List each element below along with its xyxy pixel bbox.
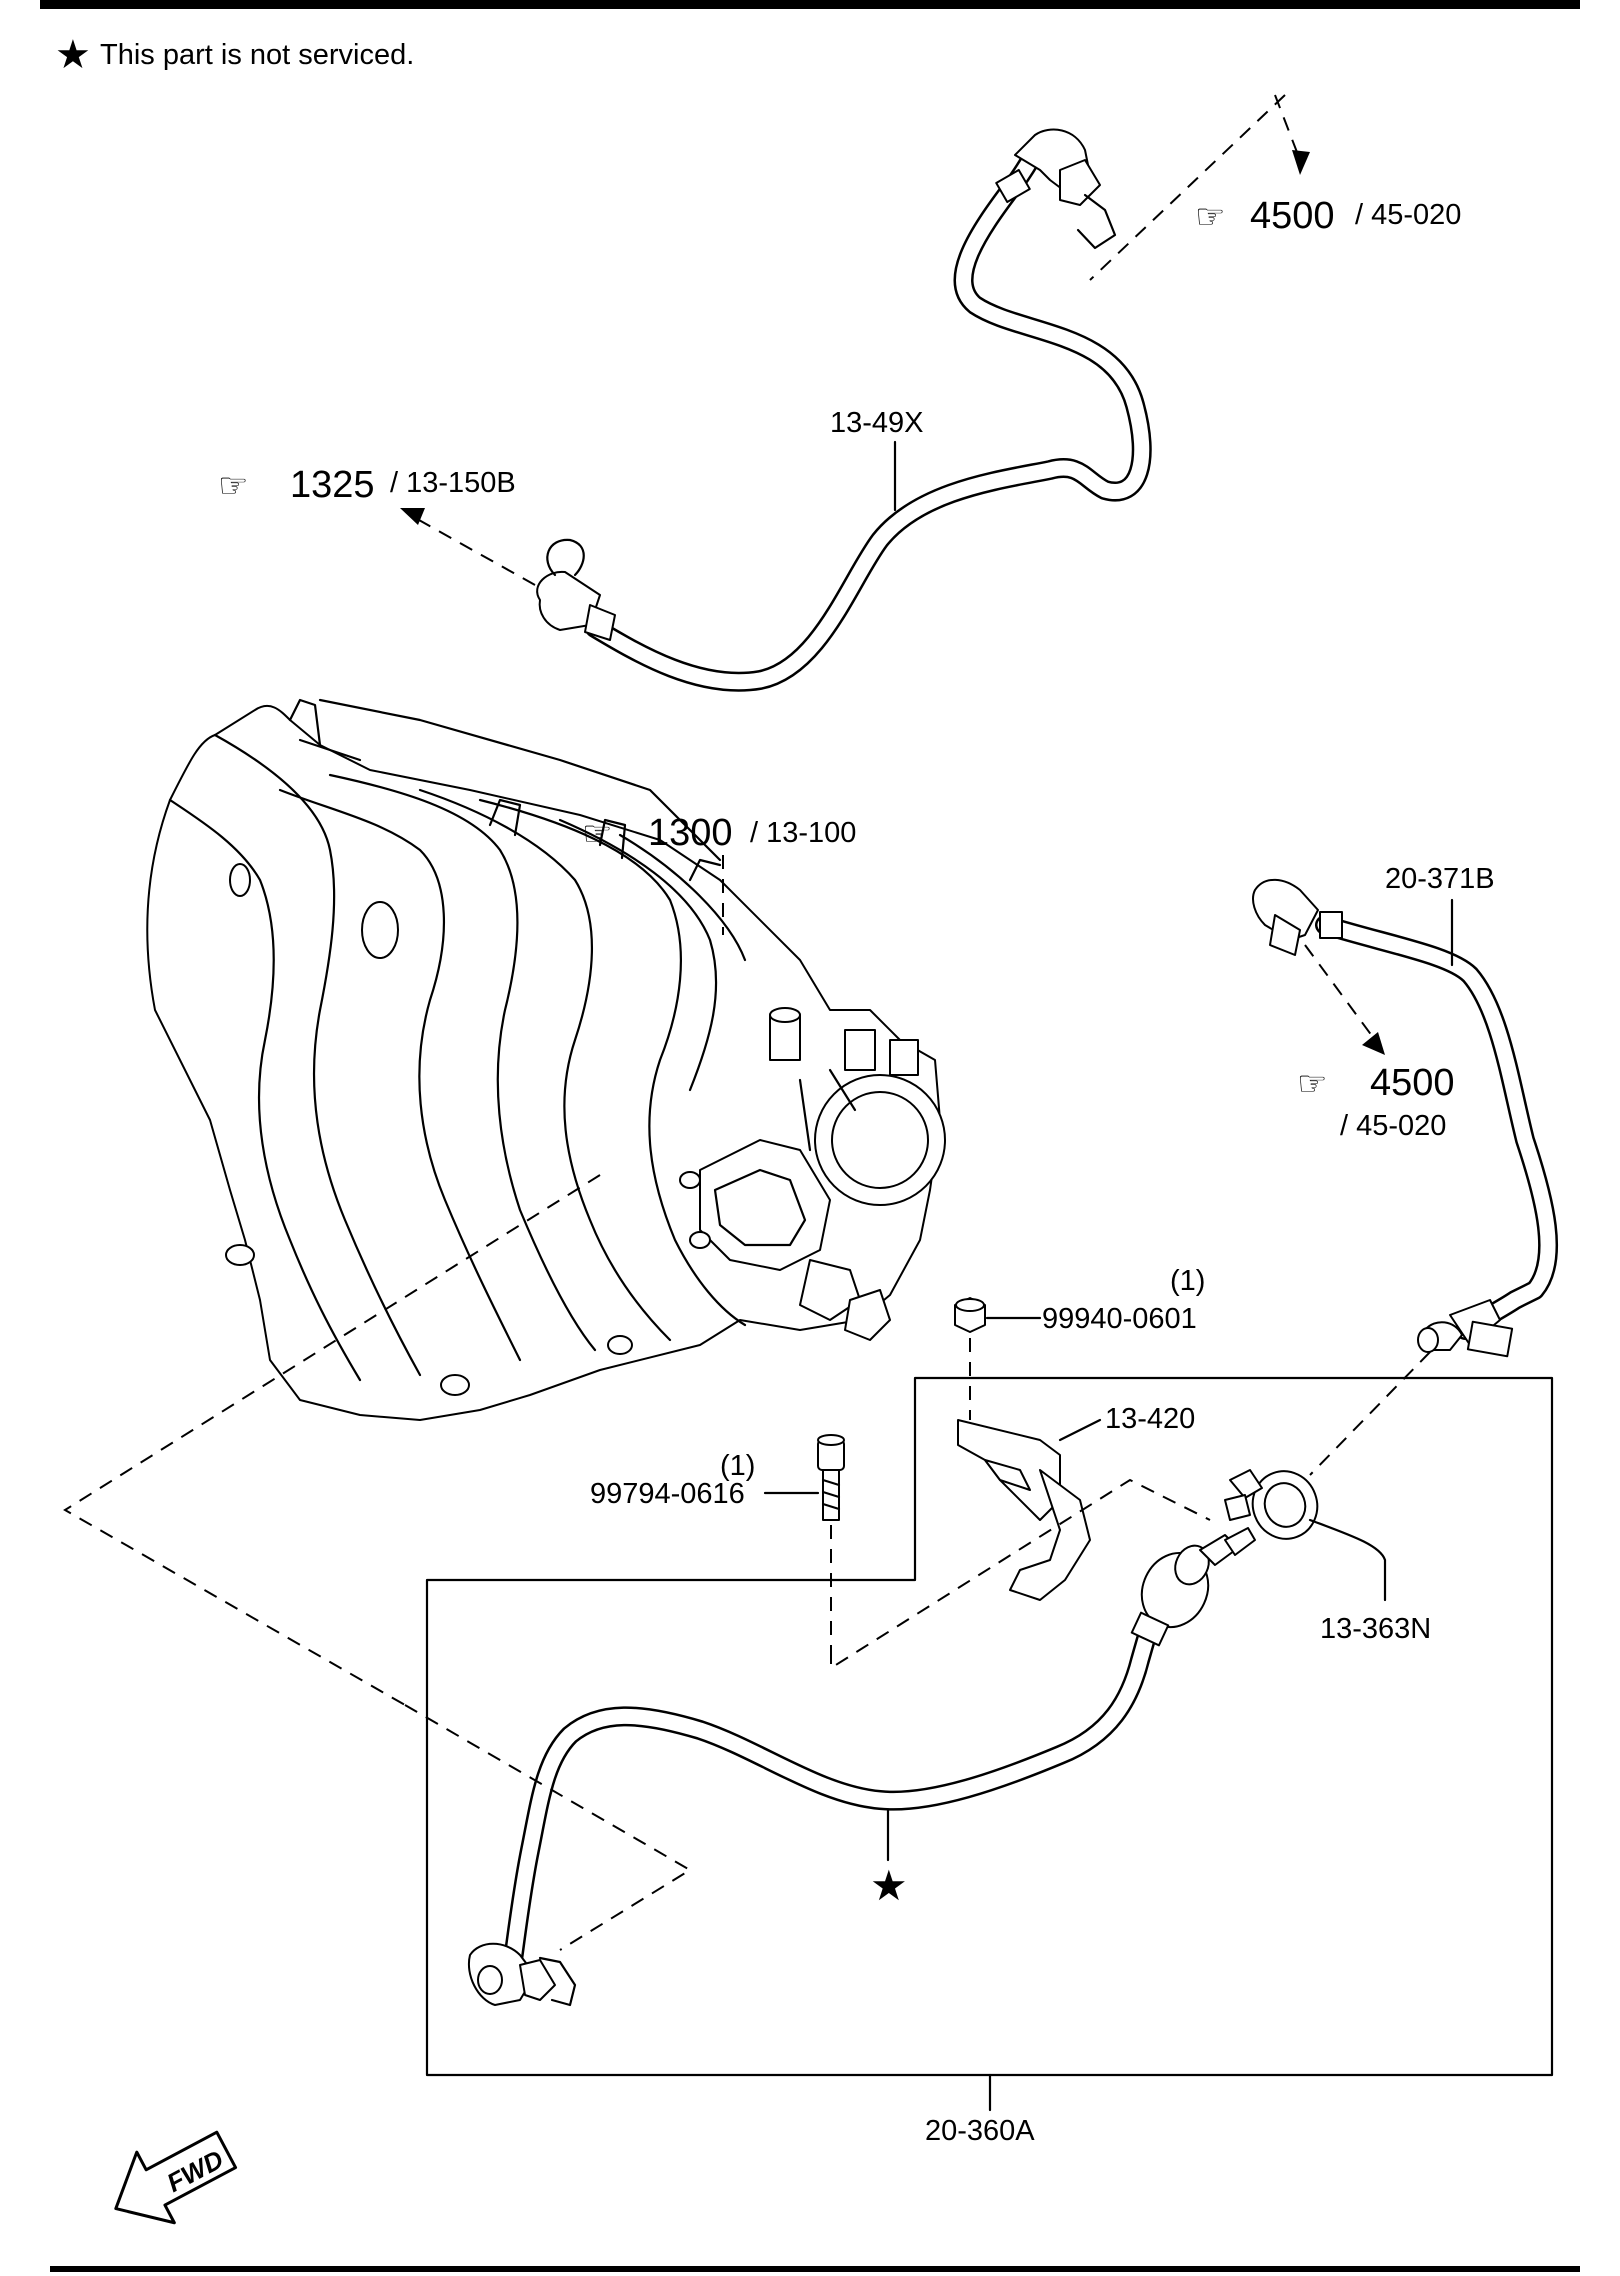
- label-99794-0616[interactable]: 99794-0616: [590, 1478, 745, 1510]
- guide-clamp-hose: [1309, 1351, 1431, 1476]
- arrowhead-4500-right: [1362, 1032, 1385, 1055]
- fwd-arrow-icon: FWD: [114, 2130, 238, 2225]
- intake-manifold: [146, 698, 946, 1421]
- label-bolt-qty: (1): [720, 1450, 755, 1482]
- ref-4500-right-sub: / 45-020: [1340, 1110, 1446, 1142]
- label-nut-qty: (1): [1170, 1265, 1205, 1297]
- legend-note: ★ This part is not serviced.: [55, 33, 414, 77]
- arrowhead-1325: [400, 508, 425, 525]
- ref-1300[interactable]: ☞ 1300 / 13-100: [582, 812, 856, 854]
- label-99940-0601[interactable]: 99940-0601: [1042, 1303, 1197, 1335]
- leader-4500-top: [1089, 94, 1286, 281]
- leader-1325: [409, 514, 536, 586]
- nut-99940-0601: [954, 1297, 1042, 1420]
- leader-4500-top-2: [1274, 94, 1301, 161]
- bolt-99794-0616: [763, 1434, 845, 1650]
- bottom-border: [50, 2266, 1580, 2272]
- ref-4500-top-main: 4500: [1250, 195, 1335, 237]
- hose-20-371b: [1252, 878, 1559, 1358]
- legend-text: This part is not serviced.: [100, 39, 414, 71]
- guide-manifold-1: [63, 1174, 601, 1706]
- pipe-20-360a: [467, 1527, 1256, 2007]
- arrowhead-4500-top: [1292, 150, 1310, 175]
- ref-4500-top-sub: / 45-020: [1355, 199, 1461, 231]
- hand-pointer-icon: ☞: [1195, 198, 1225, 236]
- ref-1325[interactable]: ☞ 1325 / 13-150B: [218, 464, 516, 506]
- ref-1325-sub: / 13-150B: [390, 467, 516, 499]
- ref-1300-sub: / 13-100: [750, 817, 856, 849]
- ref-4500-top[interactable]: ☞ 4500 / 45-020: [1195, 195, 1461, 237]
- hand-pointer-icon: ☞: [218, 467, 248, 505]
- bracket-13-420: [957, 1418, 1102, 1601]
- guide-bolt-bracket: [830, 1478, 1211, 1670]
- hand-pointer-icon: ☞: [1297, 1065, 1327, 1103]
- hose-13-49x: [536, 128, 1152, 692]
- label-13-363n[interactable]: 13-363N: [1320, 1613, 1431, 1645]
- guide-manifold-2: [404, 1704, 692, 1951]
- label-star-marker: ★: [870, 1862, 908, 1909]
- label-13-49x[interactable]: 13-49X: [830, 407, 924, 439]
- legend-star: ★: [55, 33, 91, 77]
- top-border: [40, 0, 1580, 9]
- hand-pointer-icon: ☞: [582, 815, 612, 853]
- ref-4500-right-main: 4500: [1370, 1062, 1455, 1104]
- assembly-frame: [425, 1376, 1554, 2077]
- clamp-13-363n: [1224, 1469, 1387, 1602]
- ref-1325-main: 1325: [290, 464, 375, 506]
- ref-4500-right[interactable]: ☞ 4500 / 45-020: [1297, 1062, 1455, 1142]
- label-20-360a[interactable]: 20-360A: [925, 2115, 1035, 2147]
- label-13-420[interactable]: 13-420: [1105, 1403, 1195, 1435]
- label-20-371b[interactable]: 20-371B: [1385, 863, 1495, 895]
- ref-1300-main: 1300: [648, 812, 733, 854]
- leader-4500-right: [1304, 944, 1376, 1041]
